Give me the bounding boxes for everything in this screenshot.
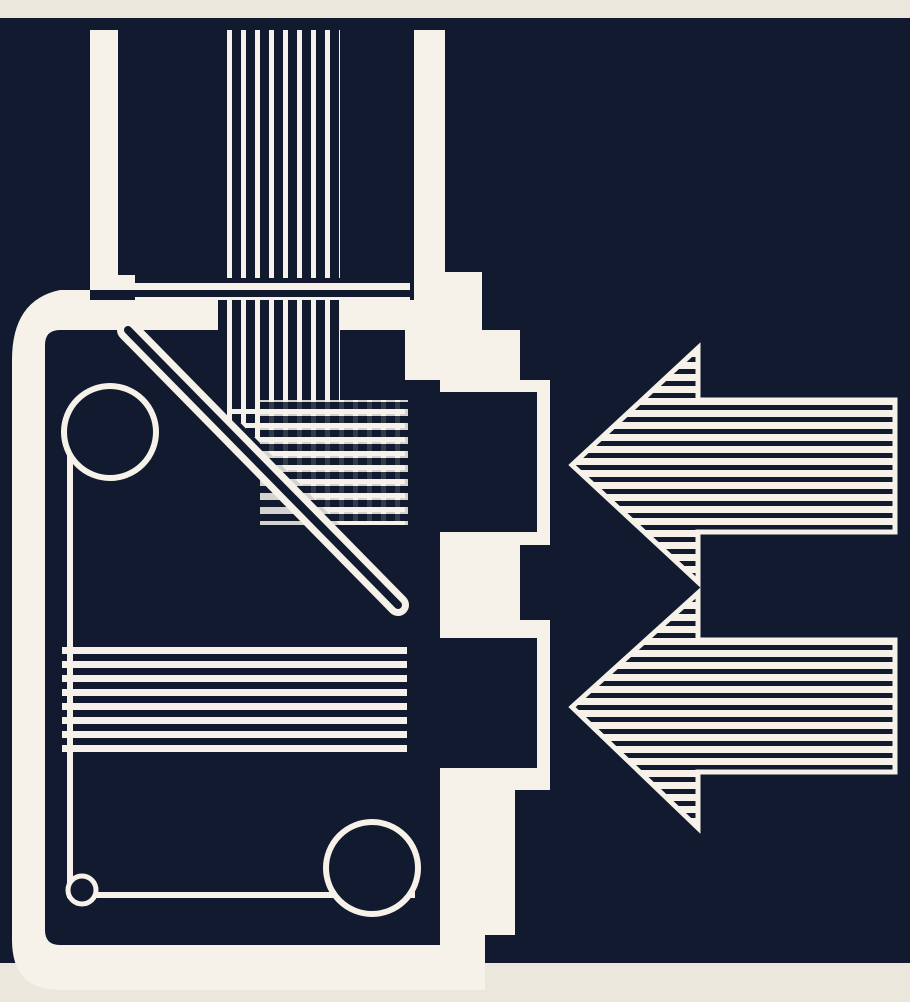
film-spool-bottom [326,822,418,914]
paper-margin-bottom [488,963,910,1002]
focus-screen [135,278,410,300]
film-rays [62,640,407,758]
upper-lens [412,392,537,532]
viewfinder-rays-vertical [218,30,340,420]
film-roller [68,876,96,904]
lower-lens [412,638,537,768]
incoming-rays-upper [260,400,408,525]
film-spool-top [64,386,156,478]
